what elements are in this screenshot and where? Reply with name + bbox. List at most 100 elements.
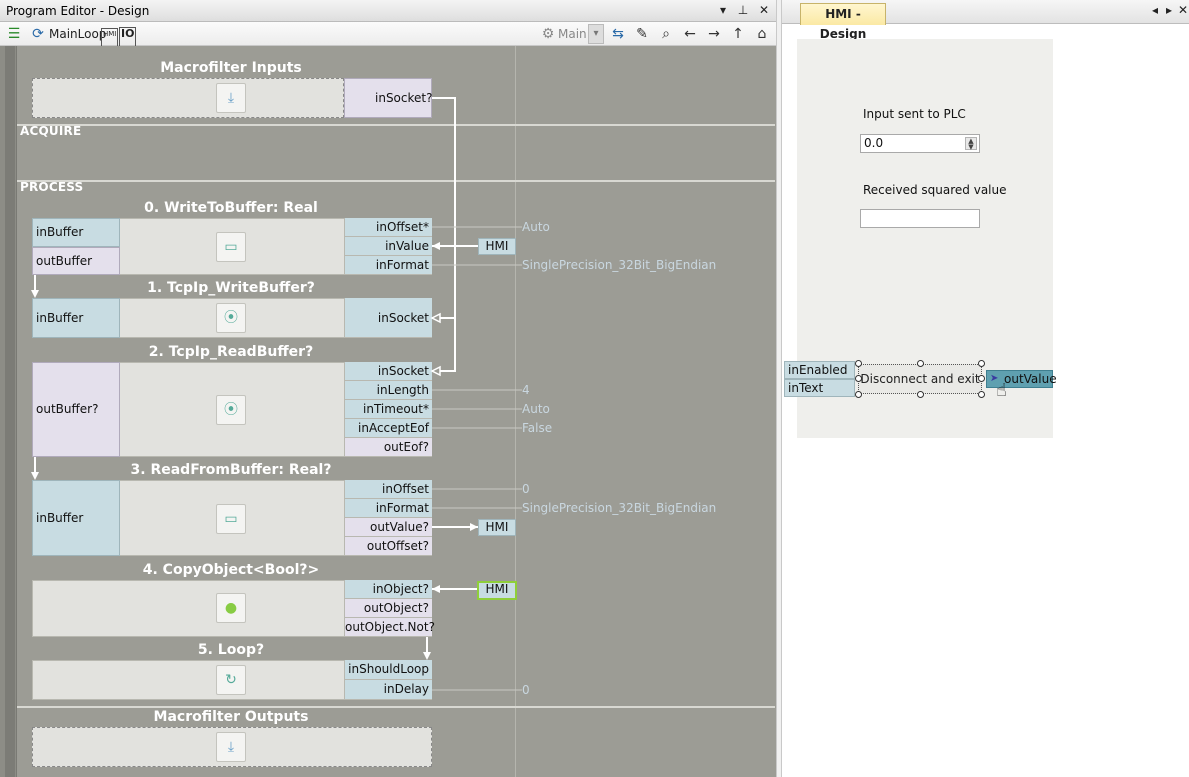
spinner-icon[interactable]: ▲▼ [965,137,977,151]
scroll-right-icon[interactable]: ▸ [1165,3,1173,17]
section-separator [17,124,775,126]
pin-icon[interactable]: ⊥ [737,3,749,17]
filter-2-port-outbuffer[interactable]: outBuffer? [32,362,120,457]
filter-1-port-insocket[interactable]: inSocket [344,298,432,338]
program-editor-title: Program Editor - Design [6,4,150,18]
filter-3-port-inbuffer[interactable]: inBuffer [32,480,120,556]
close-icon[interactable]: ✕ [1177,3,1189,17]
input-sent-field[interactable]: 0.0 ▲▼ [860,134,980,153]
filter-0-port-inbuffer[interactable]: inBuffer [32,218,120,247]
filter-4-title: 4. CopyObject<Bool?> [142,562,320,578]
value-offset-3: 0 [522,482,530,496]
acquire-section-label: ACQUIRE [20,124,82,138]
filter-2-port-intimeout[interactable]: inTimeout* [344,400,432,419]
value-divider [515,46,516,777]
gear-icon: ⚙ [541,26,555,42]
filter-0-port-invalue[interactable]: inValue [344,237,432,256]
hmi-connector-invalue[interactable]: HMI [478,238,516,255]
arrow-inobject [432,585,440,593]
buffer-read-icon: ▭ [216,504,246,534]
filter-5-port-inshouldloop[interactable]: inShouldLoop [344,660,432,680]
scroll-left-icon[interactable]: ◂ [1151,3,1159,17]
port-inenabled[interactable]: inEnabled [784,361,855,379]
arrow-invalue [432,242,440,250]
resize-handle[interactable] [917,391,924,398]
filter-0-title: 0. WriteToBuffer: Real [144,200,318,216]
hand-cursor-icon: ☝ [996,380,1007,401]
connection-lines [31,97,522,691]
filter-3-port-informat[interactable]: inFormat [344,499,432,518]
resize-handle[interactable] [978,391,985,398]
macro-outputs-header: Macrofilter Outputs [153,709,309,725]
filter-2-port-inlength[interactable]: inLength [344,381,432,400]
port-outvalue-label: outValue [1004,372,1057,386]
resize-handle[interactable] [917,360,924,367]
input-sent-value: 0.0 [864,136,884,150]
edit-icon[interactable]: ✎ [636,26,648,42]
main-label[interactable]: Main [558,27,587,41]
tab-hmi-design[interactable]: HMI - Design [800,3,886,41]
tcpip-read-icon: ⦿ [216,395,246,425]
filter-5-port-indelay[interactable]: inDelay [344,680,432,700]
arrow-buffer-2 [31,472,39,480]
search-icon[interactable]: ⌕ [662,26,670,42]
filter-0-port-outbuffer[interactable]: outBuffer [32,247,120,275]
filter-0-port-informat[interactable]: inFormat [344,256,432,275]
hmi-connector-inobject[interactable]: HMI [477,581,517,600]
value-timeout: Auto [522,402,550,416]
hmi-connector-outvalue[interactable]: HMI [478,519,516,536]
buffer-write-icon: ▭ [216,232,246,262]
menu-icon[interactable]: ☰ [7,26,21,42]
loop-filter-icon: ↻ [216,665,246,695]
home-icon[interactable]: ⌂ [757,26,767,42]
forward-arrow-icon[interactable]: → [708,26,720,42]
arrow-loop [423,652,431,660]
filter-2-title: 2. TcpIp_ReadBuffer? [148,344,314,360]
loop-icon: ⟳ [32,26,44,42]
value-delay: 0 [522,683,530,697]
macro-inputs-box[interactable] [32,78,344,118]
up-arrow-icon[interactable]: ↑ [732,26,744,42]
resize-handle[interactable] [855,391,862,398]
port-outvalue[interactable]: ➤ outValue [986,370,1057,388]
program-editor-titlebar: Program Editor - Design ▾ ⊥ ✕ [0,0,776,22]
value-format-3: SinglePrecision_32Bit_BigEndian [522,501,717,515]
dropdown-icon[interactable]: ▾ [719,3,727,17]
resize-handle[interactable] [855,375,862,382]
label-input-sent: Input sent to PLC [863,107,966,121]
filter-3-port-outvalue[interactable]: outValue? [344,518,432,537]
filter-0-port-inoffset[interactable]: inOffset* [344,218,432,237]
mainloop-label[interactable]: MainLoop [49,27,107,41]
resize-handle[interactable] [978,360,985,367]
arrow-outvalue [470,523,478,531]
close-icon[interactable]: ✕ [758,3,770,17]
socket-connection [432,97,456,372]
resize-handle[interactable] [855,360,862,367]
macro-inputs-header: Macrofilter Inputs [160,60,302,76]
back-arrow-icon[interactable]: ← [684,26,696,42]
filter-3-port-outoffset[interactable]: outOffset? [344,537,432,556]
value-length: 4 [522,383,530,397]
filter-2-port-inaccepteof[interactable]: inAcceptEof [344,419,432,438]
received-value-field[interactable] [860,209,980,228]
section-separator [17,180,775,182]
filter-5-title: 5. Loop? [197,642,265,658]
panel-divider[interactable] [776,0,782,777]
output-arrow-icon: ⤓ [216,732,246,762]
macro-input-port[interactable]: inSocket? [344,78,432,118]
chevron-down-icon[interactable]: ▾ [588,24,604,44]
value-format-0: SinglePrecision_32Bit_BigEndian [522,258,717,272]
swap-icon[interactable]: ⇆ [612,26,624,42]
filter-4-port-inobject[interactable]: inObject? [344,580,432,599]
filter-4-port-outobject[interactable]: outObject? [344,599,432,618]
filter-1-port-inbuffer[interactable]: inBuffer [32,298,120,338]
filter-2-port-insocket[interactable]: inSocket [344,362,432,381]
port-intext[interactable]: inText [784,379,855,397]
filter-3-title: 3. ReadFromBuffer: Real? [130,462,332,478]
filter-3-port-inoffset[interactable]: inOffset [344,480,432,499]
filter-1-title: 1. TcpIp_WriteBuffer? [147,280,315,296]
resize-handle[interactable] [978,375,985,382]
filter-2-port-outeof[interactable]: outEof? [344,438,432,457]
filter-4-port-outobject-not[interactable]: outObject.Not? [344,618,435,637]
disconnect-button[interactable]: Disconnect and exit [858,364,982,394]
